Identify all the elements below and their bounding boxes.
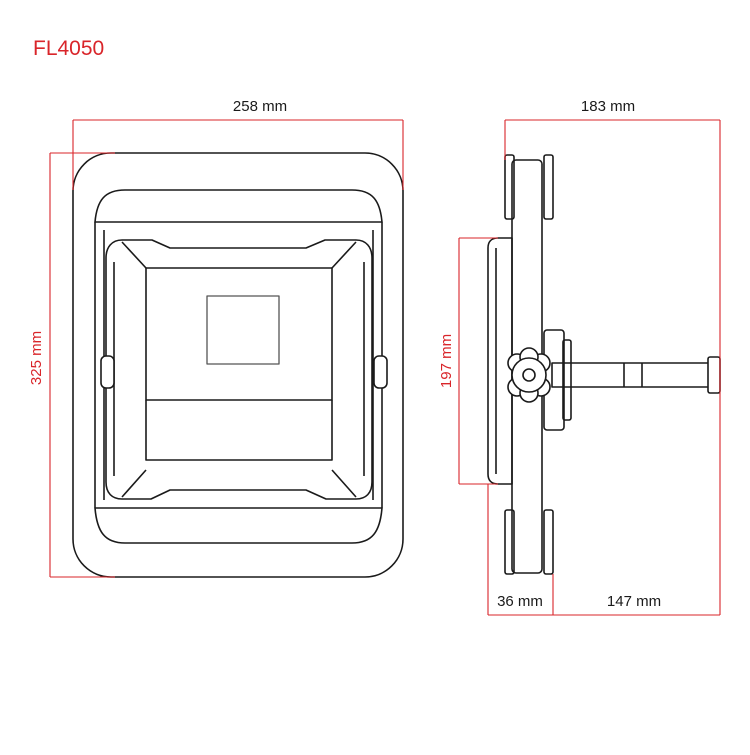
glass-panel: [145, 267, 333, 401]
side-depth-label: 183 mm: [581, 98, 635, 115]
side-view: [487, 154, 721, 575]
bottom-handle-opening: [94, 507, 383, 544]
right-knob: [373, 355, 388, 389]
front-view: [72, 152, 404, 578]
bezel-corner-tl: [121, 241, 147, 269]
side-arm-end-cap: [707, 356, 721, 394]
led-chip: [206, 295, 280, 365]
front-width-label: 258 mm: [233, 98, 287, 115]
side-top-foot-left: [504, 154, 515, 220]
front-height-label: 325 mm: [28, 331, 45, 385]
side-knob-hub: [522, 368, 536, 382]
side-arm: [551, 362, 711, 388]
bezel-corner-tr: [331, 241, 357, 269]
side-top-foot-right: [543, 154, 554, 220]
product-title: FL4050: [33, 37, 104, 60]
bezel-corner-br: [331, 469, 357, 498]
bezel-corner-bl: [121, 469, 147, 498]
base-depth-label: 36 mm: [497, 593, 543, 610]
top-handle-opening: [94, 189, 383, 223]
side-mount-bracket: [562, 339, 572, 421]
lamp-height-label: 197 mm: [438, 334, 455, 388]
lower-diffuser: [145, 400, 333, 461]
arm-depth-label: 147 mm: [607, 593, 661, 610]
left-knob: [100, 355, 115, 389]
side-knob-body: [511, 357, 547, 393]
frame-outer: [72, 152, 404, 578]
dimension-lines: [49, 119, 721, 616]
side-bottom-foot-left: [504, 509, 515, 575]
lamp-housing: [105, 239, 373, 500]
side-bottom-foot-right: [543, 509, 554, 575]
